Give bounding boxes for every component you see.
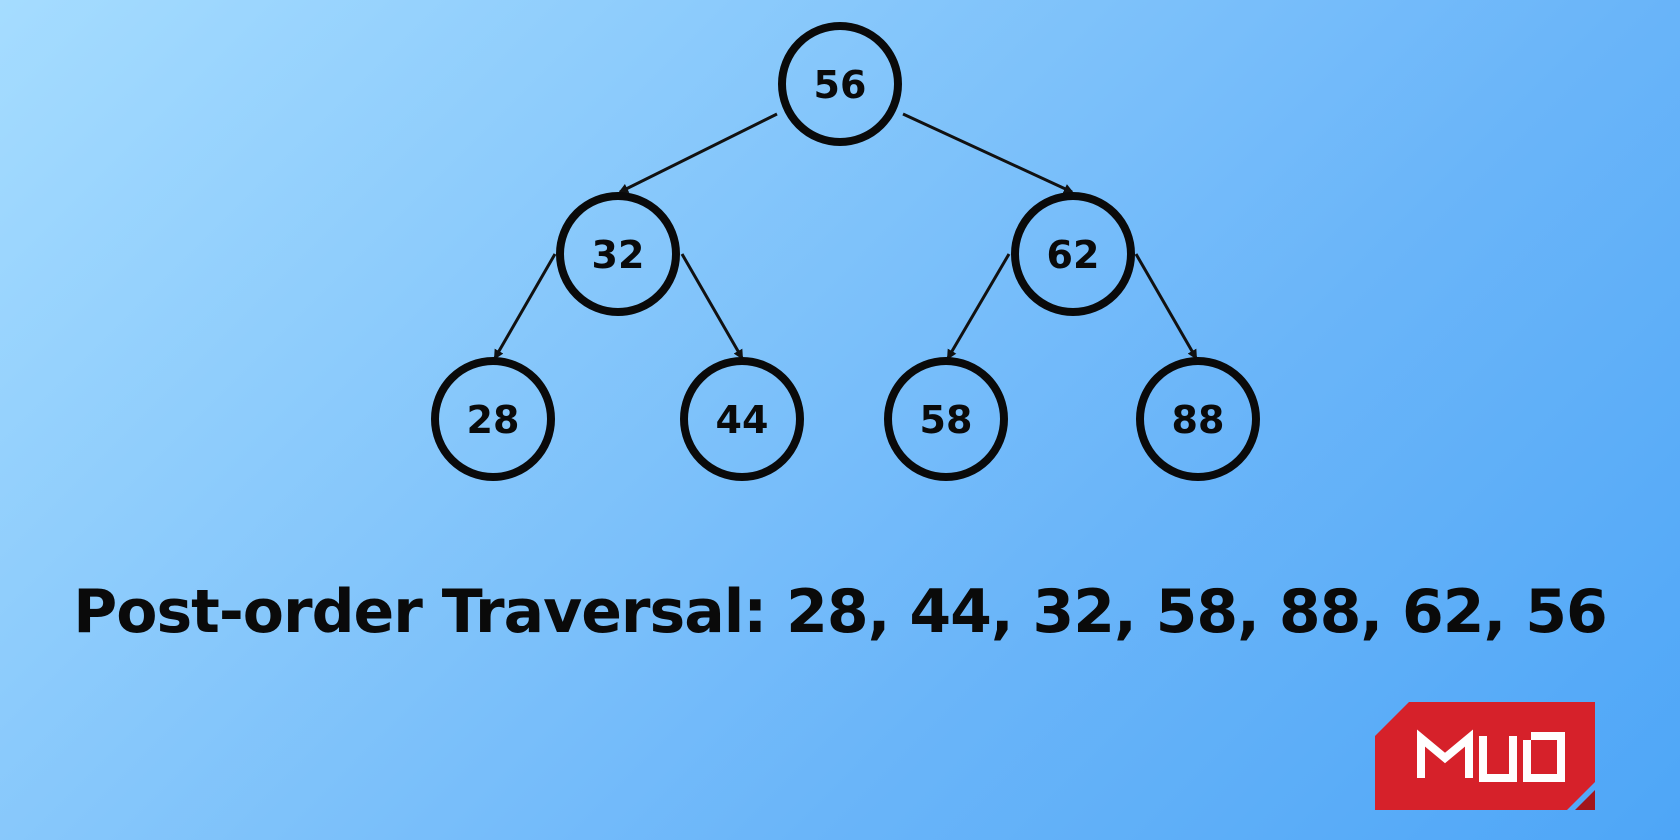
binary-tree-diagram: 56 32 62 28 44 58 88	[431, 22, 1260, 481]
tree-node-44: 44	[680, 357, 804, 481]
node-label: 56	[814, 63, 867, 107]
node-label: 44	[716, 398, 769, 442]
node-label: 88	[1172, 398, 1225, 442]
tree-node-88: 88	[1136, 357, 1260, 481]
tree-node-32: 32	[556, 192, 680, 316]
node-label: 32	[592, 233, 645, 277]
edge-56-32	[618, 112, 778, 194]
node-label: 58	[920, 398, 973, 442]
edge-62-58	[946, 253, 1011, 360]
tree-node-62: 62	[1011, 192, 1135, 316]
node-label: 62	[1047, 233, 1100, 277]
tree-node-58: 58	[884, 357, 1008, 481]
node-label: 28	[467, 398, 520, 442]
edge-32-28	[493, 253, 557, 360]
tree-node-56: 56	[778, 22, 902, 146]
muo-logo	[1375, 702, 1595, 810]
tree-node-28: 28	[431, 357, 555, 481]
edge-32-44	[680, 253, 744, 360]
edge-56-62	[902, 112, 1074, 194]
traversal-caption: Post-order Traversal: 28, 44, 32, 58, 88…	[73, 577, 1607, 647]
edge-62-88	[1134, 253, 1198, 360]
